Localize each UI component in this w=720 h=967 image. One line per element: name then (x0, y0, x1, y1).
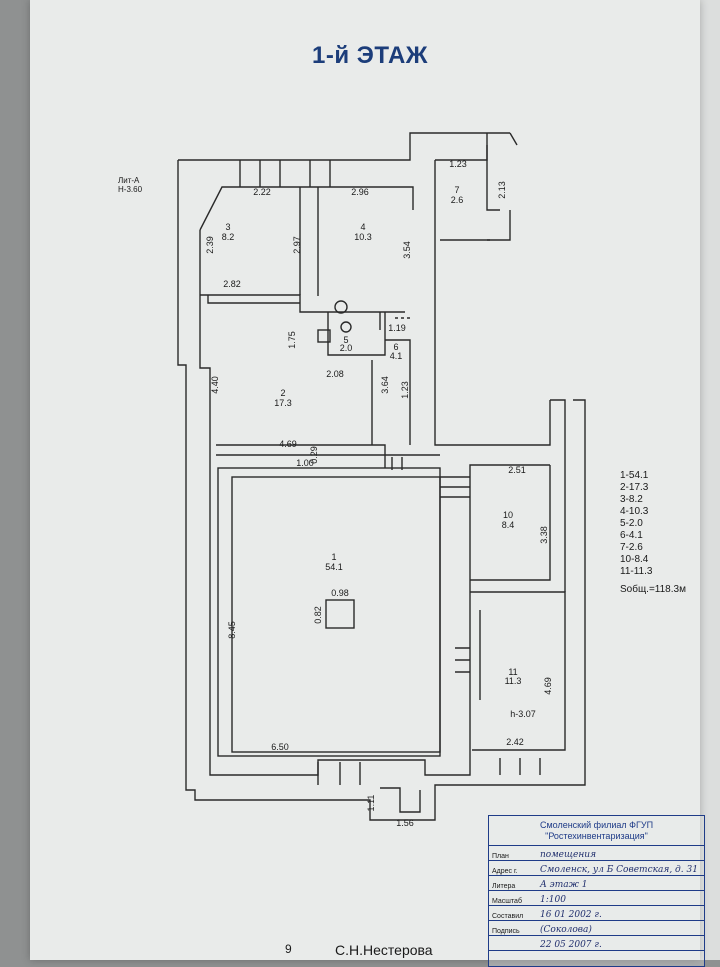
stamp-row-value: помещения (540, 850, 597, 860)
dimension: 2.13 (497, 181, 507, 199)
dimension: 2.82 (223, 279, 241, 289)
stamp-row: Литера А этаж 1 (489, 876, 704, 891)
building-label: Лит-А H-3.60 (118, 176, 142, 194)
stamp-row-label: План (492, 853, 509, 860)
dimension: 2.42 (506, 737, 524, 747)
stamp-row-value: 16 01 2002 г. (540, 910, 602, 920)
room-area: 54.1 (325, 562, 343, 572)
stamp-row-label: Составил (492, 913, 524, 920)
stamp-row: Масштаб 1:100 (489, 891, 704, 906)
room-number: 7 (454, 185, 459, 195)
legend-item: 3-8.2 (620, 494, 643, 505)
stamp-row: Адрес г. Смоленск, ул Б Советская, д. 31 (489, 861, 704, 876)
stamp-row-label: Подпись (492, 928, 520, 935)
stamp-row: Составил 16 01 2002 г. (489, 906, 704, 921)
dimension: 1.11 (366, 795, 376, 812)
dimension: 2.96 (351, 187, 369, 197)
stamp-row-value: 22 05 2007 г. (540, 940, 602, 950)
room-area: 2.6 (451, 195, 464, 205)
legend-item: 7-2.6 (620, 542, 643, 553)
area-legend: 1-54.1 2-17.3 3-8.2 4-10.3 5-2.0 6-4.1 7… (620, 470, 686, 596)
stamp-row-label: Адрес г. (492, 868, 518, 875)
page-title: 1-й ЭТАЖ (311, 42, 428, 69)
room-number: 3 (225, 222, 230, 232)
dimension: 4.40 (210, 376, 220, 394)
dimension: h-3.07 (510, 709, 536, 719)
room-area: 8.4 (502, 520, 515, 530)
stamp-row-value: 1:100 (540, 895, 566, 905)
dimension: 4.69 (543, 677, 553, 695)
building-height: H-3.60 (118, 185, 143, 194)
legend-item: 1-54.1 (620, 470, 649, 481)
room-area: 4.1 (390, 351, 403, 361)
legend-total: Sобщ.=118.3м (620, 584, 686, 595)
dimension: 0.98 (331, 588, 349, 598)
dimension: 0.29 (309, 446, 319, 464)
legend-item: 10-8.4 (620, 554, 649, 565)
room-number: 5 (343, 335, 348, 345)
dimension: 2.97 (292, 236, 302, 254)
stamp-org-line: "Ростехинвентаризация" (545, 831, 648, 841)
dimension: 1.19 (388, 323, 406, 333)
dimension: 1.23 (449, 159, 467, 169)
legend-item: 2-17.3 (620, 482, 649, 493)
stamp-row-label: Литера (492, 883, 516, 890)
dimension: 1.00 (296, 458, 314, 468)
stamp-row-value: А этаж 1 (540, 880, 588, 890)
room-area: 8.2 (222, 232, 235, 242)
room-area: 11.3 (505, 676, 522, 686)
room-area: 17.3 (274, 398, 292, 408)
stamp-row: 22 05 2007 г. (489, 936, 704, 951)
dimension: 2.08 (326, 369, 344, 379)
dimension: 1.75 (287, 331, 297, 349)
stamp-row-label: Масштаб (492, 898, 522, 905)
dimension: 3.64 (380, 376, 390, 394)
room-area: 10.3 (354, 232, 372, 242)
dimension: 4.69 (279, 439, 297, 449)
room-number: 11 (508, 667, 517, 677)
stamp-header: Смоленский филиал ФГУП "Ростехинвентариз… (489, 816, 704, 846)
building-lit: Лит-А (118, 176, 140, 185)
outer-wall (177, 160, 586, 821)
room-number: 4 (360, 222, 365, 232)
room-number: 1 (331, 552, 336, 562)
dimension: 2.22 (253, 187, 271, 197)
legend-item: 5-2.0 (620, 518, 643, 529)
room-number: 2 (280, 388, 285, 398)
room-area: 2.0 (340, 343, 353, 353)
dimension: 1.56 (396, 818, 414, 828)
stamp-org-line: Смоленский филиал ФГУП (539, 820, 654, 830)
dimension: 3.38 (539, 526, 549, 544)
bottom-signature-text: С.Н.Нестерова (335, 942, 433, 958)
dimension: 2.51 (508, 465, 526, 475)
legend-item: 6-4.1 (620, 530, 643, 541)
dimension: 1.23 (400, 381, 410, 399)
dimension: 8.45 (227, 621, 237, 639)
room-number: 6 (393, 342, 398, 352)
stamp-row: План помещения (489, 846, 704, 861)
stamp-row-value: (Соколова) (540, 925, 592, 935)
dimension: 6.50 (271, 742, 289, 752)
legend-item: 4-10.3 (620, 506, 649, 517)
dimension: 2.39 (205, 236, 215, 254)
legend-item: 11-11.3 (620, 566, 653, 577)
stamp-row: Подпись (Соколова) (489, 921, 704, 936)
bottom-mark: 9 (285, 942, 292, 956)
room-number: 10 (503, 510, 513, 520)
dimension: 3.54 (402, 241, 412, 259)
column (325, 599, 355, 629)
dimension: 0.82 (313, 606, 323, 624)
stamp-row-value: Смоленск, ул Б Советская, д. 31 (540, 865, 698, 875)
title-block-stamp: Смоленский филиал ФГУП "Ростехинвентариз… (488, 815, 705, 967)
